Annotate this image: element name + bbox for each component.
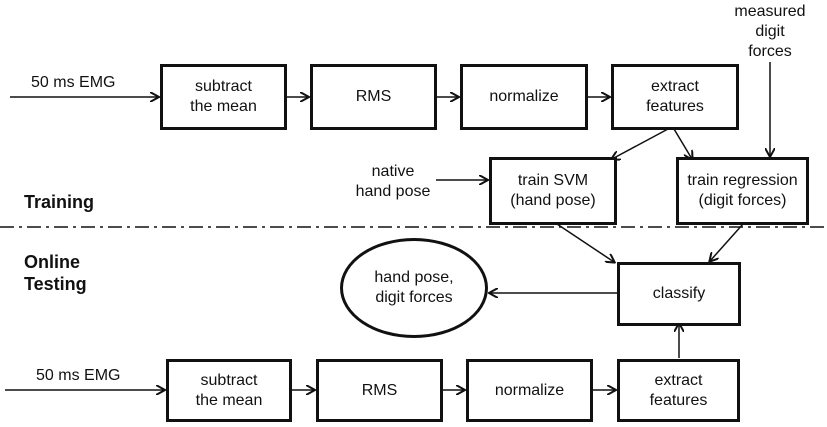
arrow-svm-to-classify	[556, 223, 614, 262]
training-extract-features-box: extract features	[611, 64, 739, 130]
measured-digit-forces-label: measured digit forces	[734, 3, 806, 60]
arrow-regression-to-classify	[710, 223, 744, 261]
arrow-extract-to-regression	[673, 128, 692, 159]
testing-rms-box: RMS	[316, 359, 443, 422]
testing-extract-features-box: extract features	[617, 359, 740, 422]
training-normalize-box: normalize	[460, 64, 588, 130]
training-emg-input-label: 50 ms EMG	[31, 74, 116, 91]
training-section-label: Training	[24, 192, 95, 212]
classify-box: classify	[617, 262, 741, 326]
arrow-extract-to-svm	[612, 128, 669, 159]
train-svm-box: train SVM (hand pose)	[489, 157, 617, 225]
online-testing-section-label: Online Testing	[24, 252, 87, 294]
output-hand-pose-digit-forces-ellipse: hand pose, digit forces	[340, 238, 488, 338]
testing-emg-input-label: 50 ms EMG	[36, 367, 121, 384]
training-subtract-mean-box: subtract the mean	[160, 64, 287, 130]
testing-normalize-box: normalize	[466, 359, 593, 422]
native-hand-pose-label: native hand pose	[355, 163, 431, 200]
testing-subtract-mean-box: subtract the mean	[166, 359, 292, 422]
training-rms-box: RMS	[310, 64, 437, 130]
train-regression-box: train regression (digit forces)	[676, 157, 809, 225]
